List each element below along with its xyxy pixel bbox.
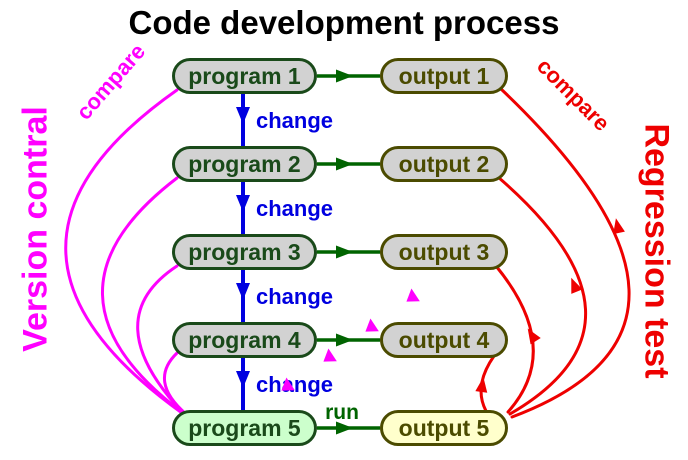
run-arrowhead-3 [336, 245, 353, 259]
compare-arc-program3 [136, 264, 186, 416]
run-label: run [325, 401, 359, 424]
node-program-4-label: program 4 [188, 326, 301, 353]
change-arrowhead-4 [236, 371, 250, 388]
magenta-arrowhead-4 [281, 377, 295, 391]
diagram-title: Code development process [128, 4, 560, 41]
red-arrowhead-2 [571, 277, 583, 294]
magenta-arrowhead-2 [365, 318, 379, 332]
run-arrowheads [336, 69, 353, 435]
change-arrowhead-3 [236, 283, 250, 300]
compare-arc-output3 [494, 264, 535, 414]
node-program-1-label: program 1 [188, 62, 301, 89]
compare-arrowheads-magenta [281, 288, 420, 391]
change-label-1: change [256, 108, 334, 133]
compare-arrowheads-red [475, 218, 625, 393]
compare-arc-program4 [162, 351, 188, 416]
node-output-5-label: output 5 [398, 414, 490, 441]
compare-arc-program2 [101, 176, 185, 415]
compare-arc-program1 [64, 88, 184, 415]
node-output-5: output 5 [380, 410, 508, 446]
node-program-4: program 4 [172, 322, 317, 358]
node-program-3: program 3 [172, 234, 317, 270]
node-program-5: program 5 [172, 410, 317, 446]
node-output-2: output 2 [380, 146, 508, 182]
red-arrowhead-4 [475, 377, 488, 393]
node-program-2-label: program 2 [188, 150, 301, 177]
change-label-4: change [256, 372, 334, 397]
change-label-3: change [256, 284, 334, 309]
compare-arc-output2 [496, 175, 588, 416]
red-arrowhead-1 [613, 218, 625, 235]
change-arrowheads [236, 107, 250, 388]
compare-arcs-right [479, 86, 631, 419]
change-label-2: change [256, 196, 334, 221]
compare-arcs-left [64, 88, 188, 416]
change-arrowhead-1 [236, 107, 250, 124]
node-program-2: program 2 [172, 146, 317, 182]
run-arrowhead-4 [336, 333, 353, 347]
run-arrowhead-2 [336, 157, 353, 171]
node-output-2-label: output 2 [398, 150, 490, 177]
node-program-5-label: program 5 [188, 414, 301, 441]
run-arrowhead-5 [336, 421, 353, 435]
node-program-3-label: program 3 [188, 238, 301, 265]
magenta-arrowhead-3 [323, 348, 337, 362]
node-output-4: output 4 [380, 322, 508, 358]
node-output-4-label: output 4 [398, 326, 490, 353]
change-arrowhead-2 [236, 195, 250, 212]
compare-arc-output1 [498, 86, 631, 419]
node-program-1: program 1 [172, 58, 317, 94]
run-arrowhead-1 [336, 69, 353, 83]
node-output-1: output 1 [380, 58, 508, 94]
magenta-arrowhead-1 [406, 288, 420, 302]
node-output-1-label: output 1 [398, 62, 490, 89]
node-output-3-label: output 3 [398, 238, 490, 265]
node-output-3: output 3 [380, 234, 508, 270]
red-arrowhead-3 [527, 328, 541, 345]
